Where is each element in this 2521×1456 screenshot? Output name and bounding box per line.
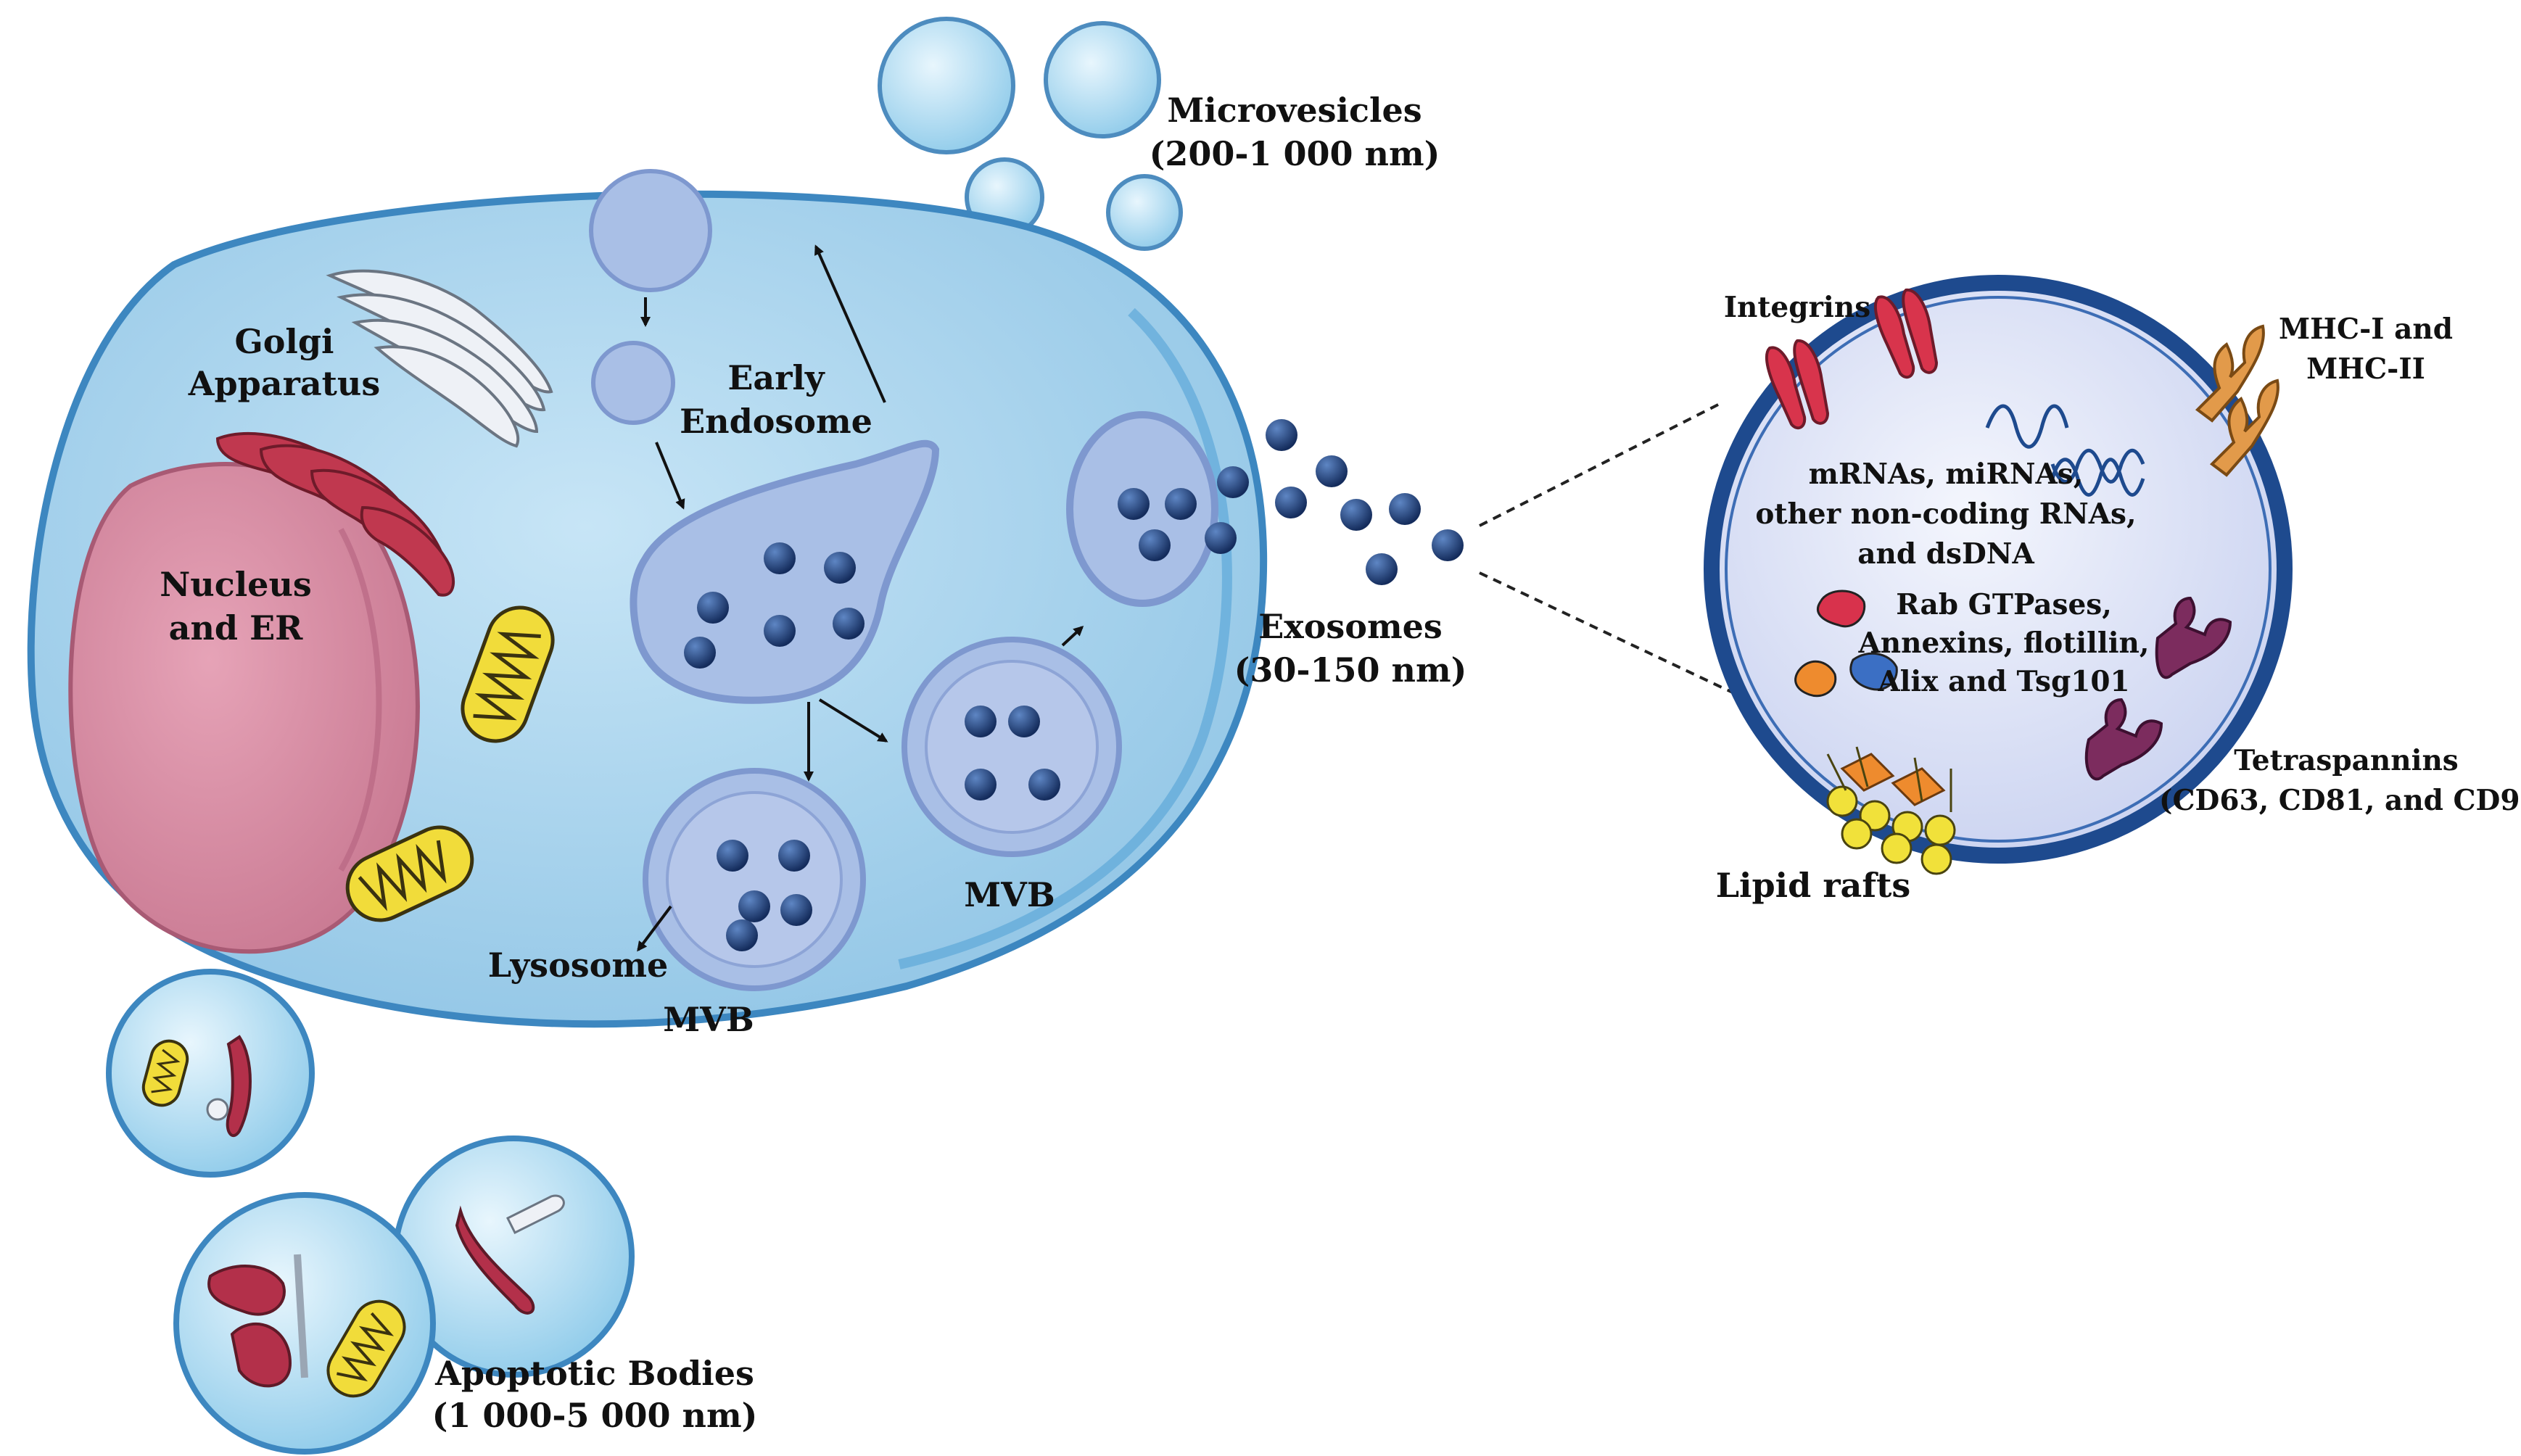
nucleus-label-line1: Nucleus [160,565,312,604]
exosome [1389,493,1421,525]
microvesicle [1106,174,1183,251]
pathway-arrows [637,244,1084,952]
mitochondrion [461,605,555,743]
endocytic-vesicle [589,169,712,292]
exosome [1266,419,1297,451]
mitochondria [345,605,555,922]
early-endosome-cargo [684,542,865,669]
exosomes-label: Exosomes [1258,607,1443,646]
microvesicles-size-label: (200-1 000 nm) [1150,134,1440,173]
mvb-right [901,637,1122,857]
mhc-icons [2195,324,2279,477]
protein-label-line1: Rab GTPases, [1896,588,2112,621]
golgi-label-line2: Apparatus [188,364,380,403]
exosome [1316,455,1348,487]
exosomes-size-label: (30-150 nm) [1234,650,1467,690]
protein-icons [1794,590,1898,698]
apoptotic-bodies-size-label: (1 000-5 000 nm) [432,1396,758,1435]
budding-body-content [141,1035,252,1137]
dsdna-icon [2050,448,2145,497]
lipid-raft-icons [1826,746,1956,875]
mvb-fusing [1066,411,1218,607]
tetraspannins-label-line1: Tetraspannins [2234,744,2459,777]
exosome [1366,553,1398,585]
mhc-label-line2: MHC-II [2306,352,2425,386]
released-exosomes [1205,419,1464,585]
tetraspannin-icons [2084,596,2232,781]
exosome [1275,487,1307,518]
mvb-right-label: MVB [964,875,1055,914]
mvb-bottom-label: MVB [663,1000,754,1039]
apoptotic-body-budding [106,969,315,1178]
early-vesicle [591,341,675,425]
lysosome-label: Lysosome [488,946,669,985]
mitochondrion [345,825,474,922]
cell-membrane-highlight [898,307,1232,969]
exosome-detail [1704,275,2293,875]
apoptotic-body [173,1192,436,1455]
labels: Microvesicles (200-1 000 nm) Golgi Appar… [160,91,2521,1435]
apoptotic-bodies-label: Apoptotic Bodies [434,1354,754,1393]
microvesicle [878,17,1015,154]
golgi-apparatus [326,269,553,448]
nucleus-label-line2: and ER [169,608,303,648]
exosome [1340,499,1372,531]
protein-label-line2: Annexins, flotillin, [1858,626,2150,660]
rna-icon [1985,404,2069,449]
zoom-lines [1479,401,1749,701]
rna-label-line2: other non-coding RNAs, [1755,497,2136,531]
mvb-bottom [643,768,866,991]
rna-label-line3: and dsDNA [1857,537,2034,571]
exosome [1205,522,1237,554]
tetraspannins-label-line2: (CD63, CD81, and CD9) [2159,784,2521,817]
apoptotic-bodies [141,1035,635,1455]
rna-label-line1: mRNAs, miRNAs, [1809,458,2084,491]
integrins-label: Integrins [1724,291,1870,324]
exosome [1432,529,1464,561]
early-endosome-label-line2: Endosome [680,402,872,441]
microvesicles-label: Microvesicles [1167,91,1422,130]
lipid-rafts-label: Lipid rafts [1716,866,1911,905]
microvesicle [1044,21,1161,138]
protein-label-line3: Alix and Tsg101 [1877,665,2129,698]
integrin-icons [1765,288,1939,430]
exosome [1217,466,1249,498]
microvesicles [878,17,1183,251]
endoplasmic-reticulum [215,431,455,597]
golgi-label-line1: Golgi [234,322,334,361]
mhc-label-line1: MHC-I and [2279,313,2453,346]
early-endosome-label-line1: Early [727,358,825,397]
